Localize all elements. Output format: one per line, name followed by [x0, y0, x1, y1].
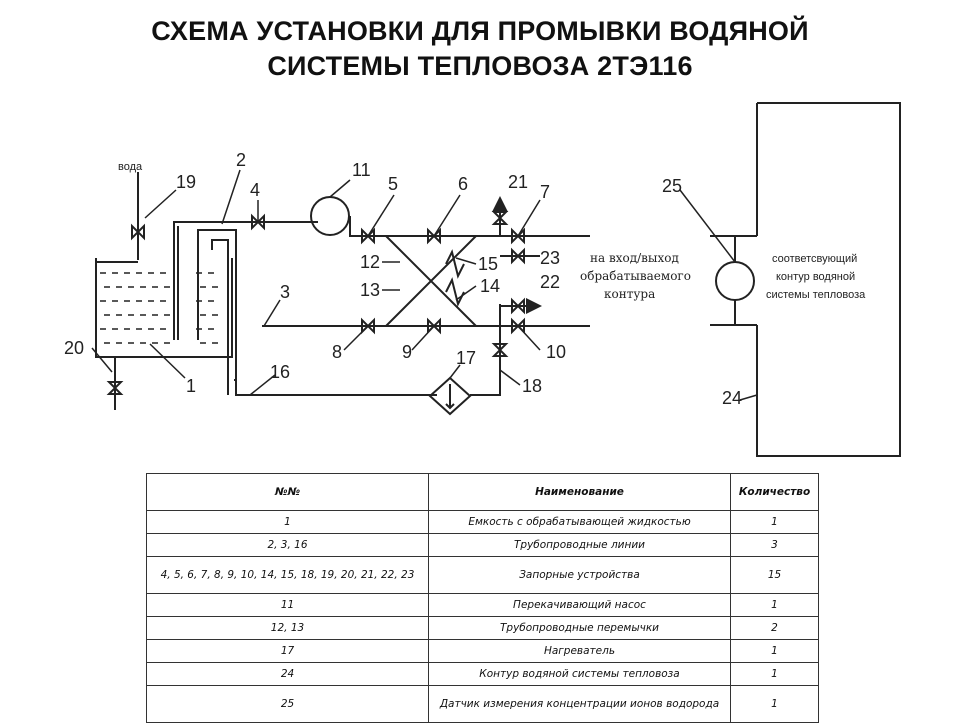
callout-23: 23 [540, 248, 560, 268]
table-row: 4, 5, 6, 7, 8, 9, 10, 14, 15, 18, 19, 20… [146, 556, 819, 594]
cell-quantity: 15 [730, 556, 819, 594]
locomotive-circuit [756, 102, 901, 457]
callout-21: 21 [508, 172, 528, 192]
table-row: 12, 13 Трубопроводные перемычки 2 [146, 616, 819, 640]
table-header-row: №№ Наименование Количество [146, 473, 819, 511]
cell-number: 17 [146, 639, 429, 663]
col-header-name: Наименование [428, 473, 731, 511]
cell-number: 4, 5, 6, 7, 8, 9, 10, 14, 15, 18, 19, 20… [146, 556, 429, 594]
cell-number: 1 [146, 510, 429, 534]
callout-9: 9 [402, 342, 412, 362]
cell-name: Запорные устройства [428, 556, 731, 594]
cell-number: 11 [146, 593, 429, 617]
callout-7: 7 [540, 182, 550, 202]
parts-table: №№ Наименование Количество 1 Емкость с о… [146, 473, 819, 723]
callout-8: 8 [332, 342, 342, 362]
callout-10: 10 [546, 342, 566, 362]
title-line-1: СХЕМА УСТАНОВКИ ДЛЯ ПРОМЫВКИ ВОДЯНОЙ [151, 16, 809, 46]
valve-7 [511, 227, 525, 245]
cell-name: Контур водяной системы тепловоза [428, 662, 731, 686]
callout-12: 12 [360, 252, 380, 272]
cell-name: Трубопроводные перемычки [428, 616, 731, 640]
svg-text:контур водяной: контур водяной [776, 271, 855, 283]
valve-9 [427, 317, 441, 335]
cell-name: Емкость с обрабатывающей жидкостью [428, 510, 731, 534]
table-row: 2, 3, 16 Трубопроводные линии 3 [146, 533, 819, 557]
cell-quantity: 2 [730, 616, 819, 640]
pump [310, 196, 350, 236]
table-row: 11 Перекачивающий насос 1 [146, 593, 819, 617]
cell-quantity: 3 [730, 533, 819, 557]
callout-14: 14 [480, 276, 500, 296]
water-inlet-pipe [96, 172, 139, 263]
svg-text:контура: контура [604, 287, 655, 301]
table-row: 24 Контур водяной системы тепловоза 1 [146, 662, 819, 686]
callout-25: 25 [662, 176, 682, 196]
cell-quantity: 1 [730, 662, 819, 686]
water-label: вода [118, 161, 143, 173]
cell-number: 12, 13 [146, 616, 429, 640]
cell-quantity: 1 [730, 593, 819, 617]
tank-liquid [100, 272, 218, 344]
valve-4 [251, 213, 265, 231]
valve-14 [445, 277, 465, 307]
callout-19: 19 [176, 172, 196, 192]
callout-13: 13 [360, 280, 380, 300]
callout-11: 11 [352, 160, 371, 180]
pipe-2 [173, 221, 318, 340]
valve-15 [445, 249, 465, 279]
cell-quantity: 1 [730, 685, 819, 723]
heater [428, 376, 472, 416]
valve-21 [491, 211, 509, 225]
cell-name: Перекачивающий насос [428, 593, 731, 617]
callout-15: 15 [478, 254, 498, 274]
callout-4: 4 [250, 180, 260, 200]
cell-name: Нагреватель [428, 639, 731, 663]
cell-name: Датчик измерения концентрации ионов водо… [428, 685, 731, 723]
callout-16: 16 [270, 362, 290, 382]
callout-1: 1 [186, 376, 196, 396]
valve-23 [511, 247, 525, 265]
callout-17: 17 [456, 348, 476, 368]
col-header-number: №№ [146, 473, 429, 511]
return-pipe [197, 229, 437, 396]
cell-number: 2, 3, 16 [146, 533, 429, 557]
cell-quantity: 1 [730, 639, 819, 663]
callout-18: 18 [522, 376, 542, 396]
callout-22: 22 [540, 272, 560, 292]
ph-sensor [715, 261, 755, 301]
cell-quantity: 1 [730, 510, 819, 534]
callout-20: 20 [64, 338, 84, 358]
valve-5 [361, 227, 375, 245]
installation-schematic: вода 1 2 3 4 5 6 7 8 9 10 11 12 13 14 15… [64, 102, 901, 457]
valve-8 [361, 317, 375, 335]
table-row: 17 Нагреватель 1 [146, 639, 819, 663]
valve-20 [106, 381, 124, 395]
cell-number: 25 [146, 685, 429, 723]
cell-number: 24 [146, 662, 429, 686]
inlet-outlet-note: на вход/выход обрабатываемого контура [580, 251, 691, 301]
valve-19 [131, 223, 145, 241]
page-title: СХЕМА УСТАНОВКИ ДЛЯ ПРОМЫВКИ ВОДЯНОЙ СИС… [0, 14, 960, 84]
col-header-quantity: Количество [730, 473, 819, 511]
jumpers [385, 235, 477, 327]
svg-text:системы тепловоза: системы тепловоза [766, 289, 866, 301]
callout-3: 3 [280, 282, 290, 302]
callout-24: 24 [722, 388, 742, 408]
callout-2: 2 [236, 150, 246, 170]
table-row: 25 Датчик измерения концентрации ионов в… [146, 685, 819, 723]
callout-6: 6 [458, 174, 468, 194]
svg-text:соответсвующий: соответсвующий [772, 253, 857, 265]
valve-18 [491, 343, 509, 357]
callout-5: 5 [388, 174, 398, 194]
valve-22 [511, 297, 525, 315]
valve-6 [427, 227, 441, 245]
circuit-note: соответсвующий контур водяной системы те… [766, 253, 866, 301]
table-row: 1 Емкость с обрабатывающей жидкостью 1 [146, 510, 819, 534]
title-line-2: СИСТЕМЫ ТЕПЛОВОЗА 2ТЭ116 [267, 51, 693, 81]
svg-text:обрабатываемого: обрабатываемого [580, 269, 691, 283]
cell-name: Трубопроводные линии [428, 533, 731, 557]
svg-text:на вход/выход: на вход/выход [590, 251, 679, 265]
